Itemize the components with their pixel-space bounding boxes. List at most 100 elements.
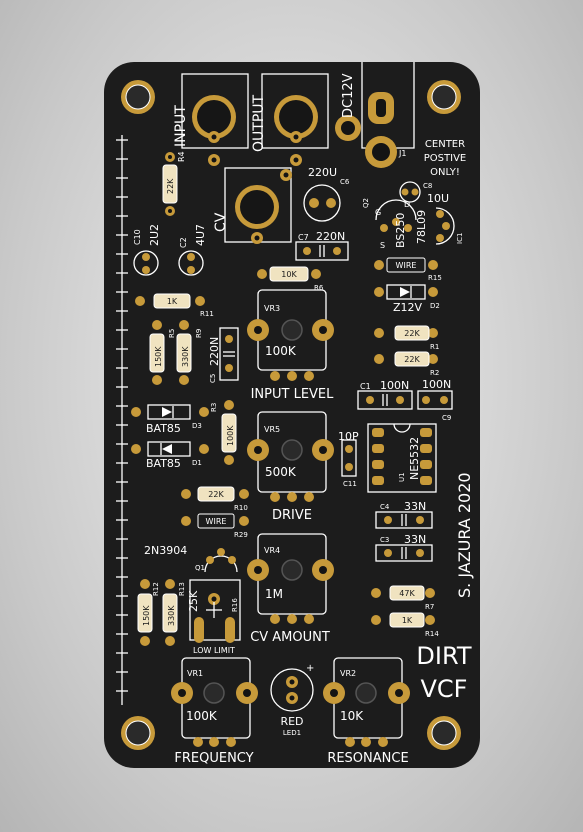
q1-value: 2N3904 — [144, 544, 187, 557]
resistor-r11: 1K R11 — [135, 293, 214, 318]
led-plus: + — [306, 663, 314, 674]
resistor-r15: WIRE R15 — [374, 257, 442, 282]
r15-value: WIRE — [396, 261, 417, 270]
regulator-ic1: 78L09 IC1 — [415, 207, 464, 245]
dc-note-1: CENTER — [425, 139, 465, 150]
c3-value: 33N — [404, 533, 426, 546]
r4-value: 22K — [166, 178, 175, 194]
trimmer-label: LOW LIMIT — [193, 646, 235, 655]
capacitor-c1: C1 100N — [357, 379, 413, 410]
d1-value: BAT85 — [146, 457, 181, 470]
capacitor-c3: C3 33N — [375, 533, 433, 562]
c10-ref: C10 — [133, 229, 142, 245]
r13-ref: R13 — [178, 582, 186, 596]
pcb-board — [104, 62, 480, 768]
r9-value: 330K — [181, 346, 190, 367]
resistor-r1: 22K R1 — [374, 325, 439, 351]
r1-ref: R1 — [430, 343, 439, 351]
c2-ref: C2 — [179, 237, 188, 248]
title-line-2: VCF — [421, 675, 468, 703]
d2-value: Z12V — [393, 301, 423, 314]
r2-ref: R2 — [430, 369, 439, 377]
capacitor-c8: C8 10U — [399, 181, 449, 205]
c1-value: 100N — [380, 379, 409, 392]
q1-ref: Q1 — [195, 564, 205, 572]
resistor-r3: 100K R3 — [210, 400, 237, 465]
r10-ref: R10 — [234, 504, 248, 512]
capacitor-c6: 220U C6 — [303, 166, 350, 222]
r6-value: 10K — [281, 270, 297, 279]
c10-value: 2U2 — [148, 224, 161, 246]
r6-ref: R6 — [314, 284, 324, 292]
c7-ref: C7 — [298, 233, 309, 242]
trimmer-r16: 25K R16 LOW LIMIT — [187, 579, 241, 655]
c2-value: 4U7 — [194, 224, 207, 246]
input-jack: INPUT — [173, 73, 249, 166]
c4-ref: C4 — [380, 503, 390, 511]
pot-vr2: VR2 10K RESONANCE — [323, 657, 410, 766]
r7-value: 47K — [399, 589, 415, 598]
r12-value: 150K — [142, 605, 151, 626]
title-line-1: DIRT — [416, 642, 471, 670]
c8-value: 10U — [427, 192, 449, 205]
c4-value: 33N — [404, 500, 426, 513]
c1-ref: C1 — [360, 382, 371, 391]
vr5-value: 500K — [265, 465, 297, 479]
diode-d3: BAT85 D3 — [131, 404, 209, 435]
pot-vr1: VR1 100K FREQUENCY — [171, 657, 258, 766]
r1-value: 22K — [404, 329, 420, 338]
vr4-value: 1M — [265, 587, 283, 601]
ic1-value: 78L09 — [415, 210, 428, 244]
dc-jack: DC12V J1 — [335, 62, 415, 168]
mounting-hole-tl — [121, 80, 155, 114]
ic-u1: NE5532 U1 — [367, 423, 437, 493]
resistor-r7: 47K R7 — [371, 585, 435, 611]
r11-value: 1K — [167, 297, 178, 306]
dc-jack-label: DC12V — [341, 73, 356, 118]
q2-pin-d: D — [404, 200, 410, 209]
r11-ref: R11 — [200, 310, 214, 318]
led-color: RED — [280, 715, 303, 728]
r9-ref: R9 — [195, 329, 203, 338]
led1: + RED LED1 — [270, 663, 314, 737]
q2-pin-s: S — [380, 241, 385, 250]
r3-value: 100K — [226, 425, 235, 446]
resistor-r13: 330K R13 — [162, 579, 186, 646]
capacitor-c4: C4 33N — [375, 500, 433, 529]
resistor-r10: 22K R10 — [181, 486, 249, 512]
vr3-ref: VR3 — [264, 304, 280, 313]
d2-ref: D2 — [430, 302, 440, 310]
u1-ref: U1 — [398, 472, 406, 482]
resistor-r5: 150K R5 — [149, 320, 176, 385]
resistor-r12: 150K R12 — [137, 579, 160, 646]
c11-value: 10P — [338, 430, 359, 443]
resistor-r2: 22K R2 — [374, 351, 439, 377]
c11-ref: C11 — [343, 480, 357, 488]
u1-value: NE5532 — [408, 437, 421, 480]
r2-value: 22K — [404, 355, 420, 364]
resistor-r14: 1K R14 — [371, 612, 439, 638]
resistor-r9: 330K R9 — [176, 320, 203, 385]
transistor-q2: Q2 G D S BS250 — [362, 198, 417, 250]
r7-ref: R7 — [425, 603, 434, 611]
capacitor-c5: 220N C5 — [208, 327, 239, 383]
vr2-value: 10K — [340, 709, 364, 723]
pot-vr5: VR5 500K DRIVE — [247, 411, 334, 523]
vr1-value: 100K — [186, 709, 218, 723]
diode-d2: Z12V D2 — [374, 284, 440, 314]
diode-d1: BAT85 D1 — [131, 441, 209, 470]
capacitor-c11: 10P C11 — [338, 430, 359, 488]
d3-value: BAT85 — [146, 422, 181, 435]
mounting-hole-br — [427, 716, 461, 750]
resistor-r4: 22K R4 — [162, 151, 186, 216]
r14-ref: R14 — [425, 630, 439, 638]
capacitor-c9: 100N C9 — [417, 378, 453, 422]
d3-ref: D3 — [192, 422, 202, 430]
d1-ref: D1 — [192, 459, 202, 467]
r14-value: 1K — [402, 616, 413, 625]
mounting-hole-tr — [427, 80, 461, 114]
r29-ref: R29 — [234, 531, 248, 539]
resistor-r29: WIRE R29 — [181, 513, 249, 539]
output-jack: OUTPUT — [251, 73, 329, 166]
